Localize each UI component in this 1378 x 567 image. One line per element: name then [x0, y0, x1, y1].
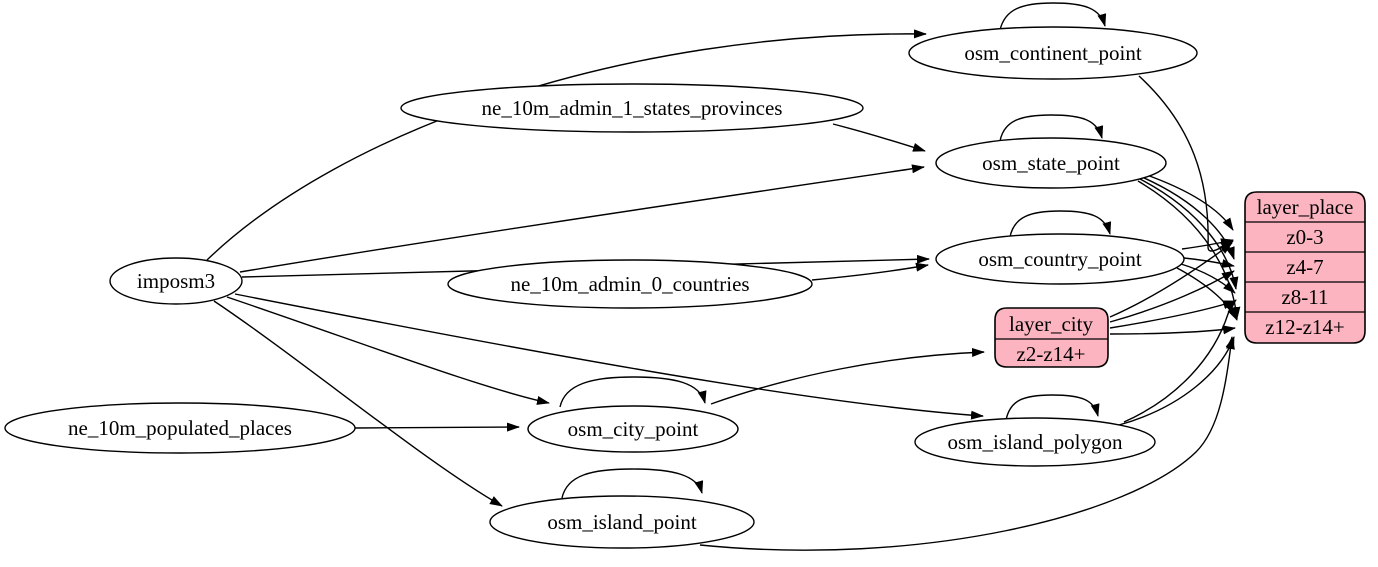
- node-osm_island_polygon-label: osm_island_polygon: [947, 430, 1123, 454]
- edge-osm_island_point-to-layer_place-z12-z14: [699, 336, 1235, 551]
- edge-layer_city-to-layer_place-z4-7: [1109, 270, 1235, 323]
- node-layer_place-shape: [1244, 191, 1366, 344]
- layer_place-title: layer_place: [1257, 195, 1354, 219]
- node-osm_country_point-shape: [935, 233, 1185, 285]
- node-osm_island_point-shape: [489, 495, 755, 549]
- node-layer_city: layer_city z2-z14+: [994, 307, 1109, 368]
- node-osm_continent_point-label: osm_continent_point: [964, 41, 1141, 65]
- self-loop-osm_city_point: [559, 376, 707, 408]
- edge-osm_country_point-to-layer_place-z12-z14: [1176, 267, 1238, 321]
- node-ne_10m_admin_0_countries: ne_10m_admin_0_countries: [447, 259, 813, 309]
- node-ne_10m_admin_0_countries-label: ne_10m_admin_0_countries: [510, 272, 749, 296]
- edge-osm_island_polygon-to-layer_place-z12-z14: [1118, 336, 1235, 426]
- node-osm_state_point: osm_state_point: [935, 137, 1167, 189]
- node-osm_city_point-label: osm_city_point: [568, 417, 699, 441]
- edge-osm_country_point-to-layer_place-z8-11: [1180, 263, 1236, 294]
- edge-imposm3-to-osm_island_point: [213, 300, 503, 507]
- node-ne_10m_populated_places-shape: [4, 402, 356, 454]
- edge-ne_10m_populated_places-to-osm_city_point: [354, 422, 520, 432]
- layer_place-row-z0-3: z0-3: [1286, 225, 1323, 249]
- node-imposm3-shape: [109, 257, 243, 305]
- node-ne_10m_populated_places-label: ne_10m_populated_places: [68, 416, 292, 440]
- node-ne_10m_admin_1_states_provinces: ne_10m_admin_1_states_provinces: [400, 83, 864, 133]
- self-loop-osm_continent_point: [999, 2, 1107, 31]
- edge-imposm3-to-osm_city_point: [226, 296, 550, 405]
- node-osm_continent_point-shape: [908, 26, 1198, 80]
- node-osm_island_point: osm_island_point: [489, 495, 755, 549]
- node-layer_city-shape: [994, 307, 1109, 368]
- layer_city-title: layer_city: [1009, 312, 1093, 336]
- node-imposm3: imposm3: [109, 257, 243, 305]
- edge-osm_country_point-to-layer_place-z4-7: [1183, 257, 1235, 268]
- node-osm_state_point-label: osm_state_point: [982, 151, 1120, 175]
- edge-osm_island_polygon-to-layer_place-z8-11: [1123, 299, 1237, 423]
- node-ne_10m_populated_places: ne_10m_populated_places: [4, 402, 356, 454]
- node-osm_city_point-shape: [527, 405, 739, 453]
- node-ne_10m_admin_0_countries-shape: [447, 259, 813, 309]
- node-imposm3-label: imposm3: [137, 269, 215, 293]
- node-osm_country_point: osm_country_point: [935, 233, 1185, 285]
- node-osm_island_point-label: osm_island_point: [547, 510, 697, 534]
- edge-layer_city-to-layer_place-z12-z14: [1109, 325, 1236, 335]
- self-loop-osm_country_point: [1009, 210, 1112, 238]
- edge-layer_city-to-layer_place-z0-3: [1109, 242, 1233, 318]
- node-osm_island_polygon: osm_island_polygon: [914, 417, 1156, 467]
- edge-ne_10m_admin_1_states_provinces-to-osm_state_point: [832, 123, 926, 152]
- self-loop-osm_island_polygon: [1005, 394, 1100, 421]
- edge-imposm3-to-osm_island_polygon: [234, 293, 984, 420]
- node-osm_country_point-label: osm_country_point: [978, 247, 1141, 271]
- layer_city-row-z2-z14: z2-z14+: [1017, 342, 1086, 366]
- edge-layer_city-to-layer_place-z8-11: [1109, 300, 1236, 329]
- edge-layer: [206, 2, 1241, 551]
- layer_place-row-z4-7: z4-7: [1286, 255, 1323, 279]
- edge-osm_continent_point-to-layer_place-z0-3: [1138, 75, 1234, 252]
- layer_place-row-z8-11: z8-11: [1281, 285, 1328, 309]
- self-loop-osm_state_point: [999, 114, 1104, 142]
- edge-imposm3-to-osm_state_point: [239, 164, 925, 273]
- node-ne_10m_admin_1_states_provinces-label: ne_10m_admin_1_states_provinces: [482, 96, 783, 120]
- node-osm_state_point-shape: [935, 137, 1167, 189]
- node-osm_continent_point: osm_continent_point: [908, 26, 1198, 80]
- edge-osm_country_point-to-layer_place-z0-3: [1181, 238, 1234, 250]
- node-ne_10m_admin_1_states_provinces-shape: [400, 83, 864, 133]
- layer_place-row-z12-z14: z12-z14+: [1265, 315, 1344, 339]
- edge-imposm3-to-osm_continent_point: [206, 29, 927, 261]
- edge-osm_state_point-to-layer_place-z0-3: [1143, 173, 1234, 231]
- node-osm_city_point: osm_city_point: [527, 405, 739, 453]
- edge-osm_city_point-to-layer_city-z2-z14: [710, 347, 985, 405]
- edge-ne_10m_admin_0_countries-to-osm_country_point: [811, 262, 929, 281]
- self-loop-osm_island_point: [561, 468, 704, 499]
- node-layer_place: layer_place z0-3 z4-7 z8-11 z12-z14+: [1244, 191, 1366, 344]
- node-osm_island_polygon-shape: [914, 417, 1156, 467]
